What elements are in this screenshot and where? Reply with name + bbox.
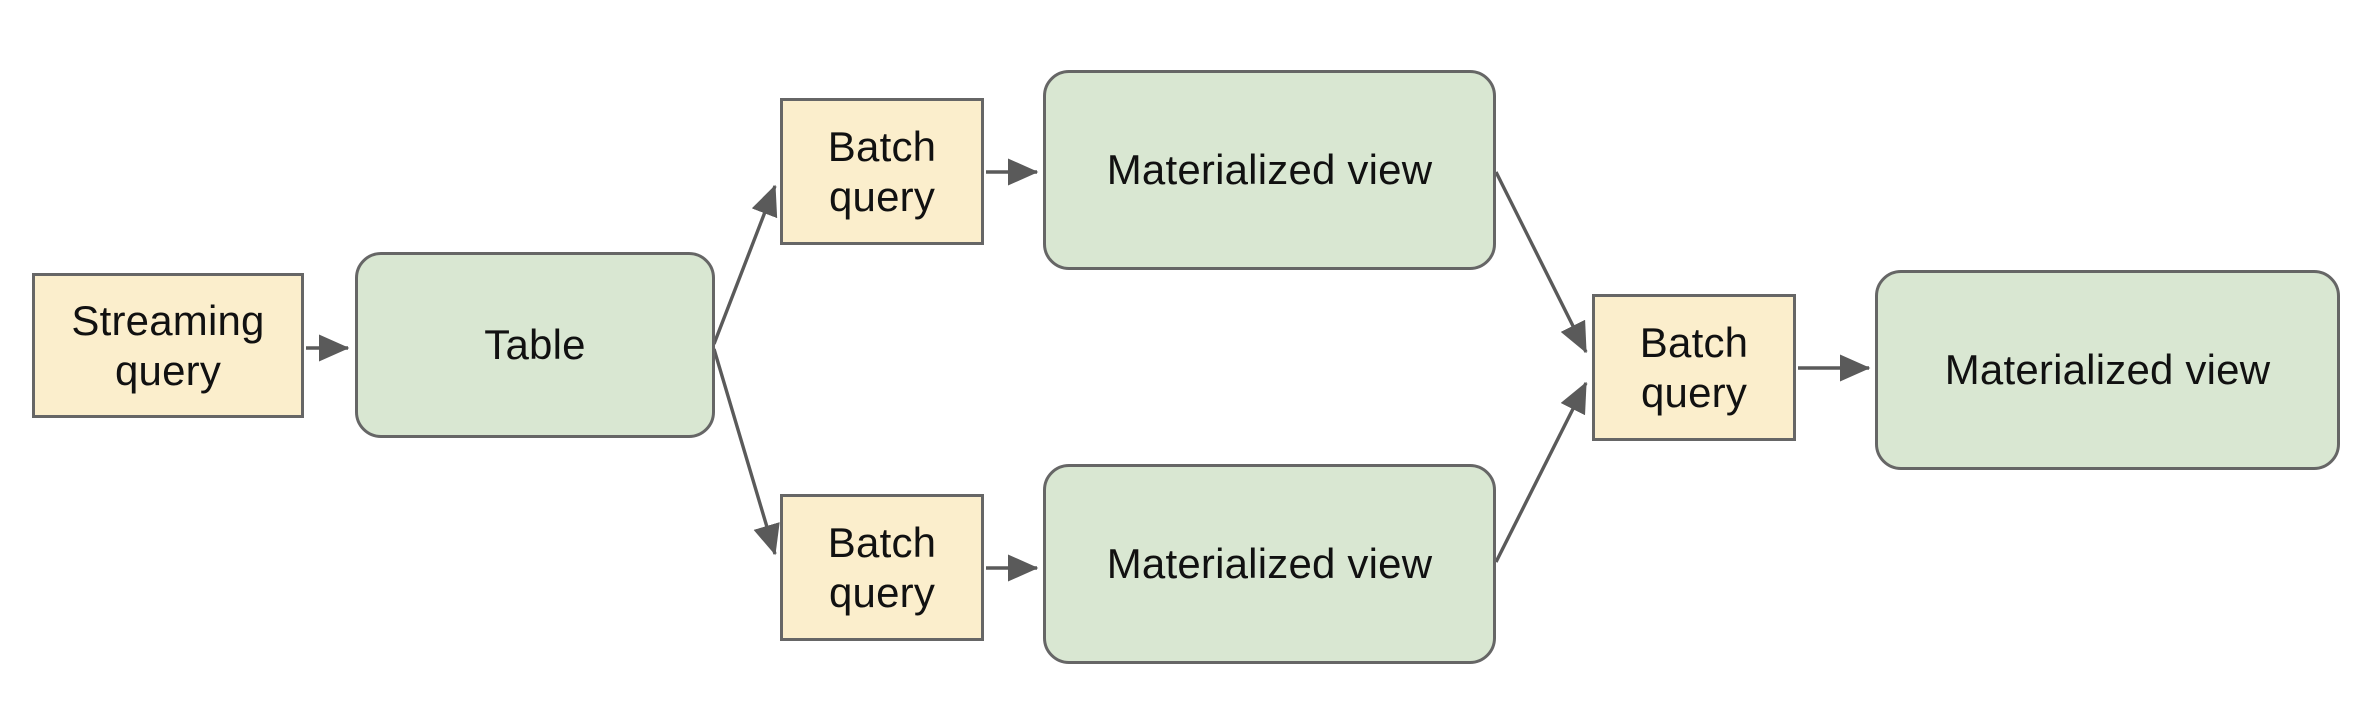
node-streaming-query[interactable]: Streaming query (32, 273, 304, 418)
node-table[interactable]: Table (355, 252, 715, 438)
node-batch-query-top[interactable]: Batch query (780, 98, 984, 245)
node-materialized-view-top[interactable]: Materialized view (1043, 70, 1496, 270)
node-batch-query-bottom[interactable]: Batch query (780, 494, 984, 641)
node-label: Materialized view (1106, 540, 1433, 588)
node-label: Batch query (827, 122, 937, 220)
node-label: Batch query (827, 518, 937, 616)
edge-table-to-batch-query-top (712, 184, 778, 345)
node-label: Materialized view (1106, 146, 1433, 194)
node-label: Batch query (1639, 318, 1749, 416)
node-label: Materialized view (1944, 346, 2271, 394)
node-label: Table (484, 321, 586, 369)
node-materialized-view-final[interactable]: Materialized view (1875, 270, 2340, 470)
edge-materialized-view-bottom-to-batch-query-join (1494, 381, 1588, 563)
node-batch-query-join[interactable]: Batch query (1592, 294, 1796, 441)
edge-table-to-batch-query-bottom (712, 348, 780, 556)
node-materialized-view-bottom[interactable]: Materialized view (1043, 464, 1496, 664)
edge-materialized-view-top-to-batch-query-join (1494, 171, 1588, 354)
node-label: Streaming query (71, 296, 265, 394)
